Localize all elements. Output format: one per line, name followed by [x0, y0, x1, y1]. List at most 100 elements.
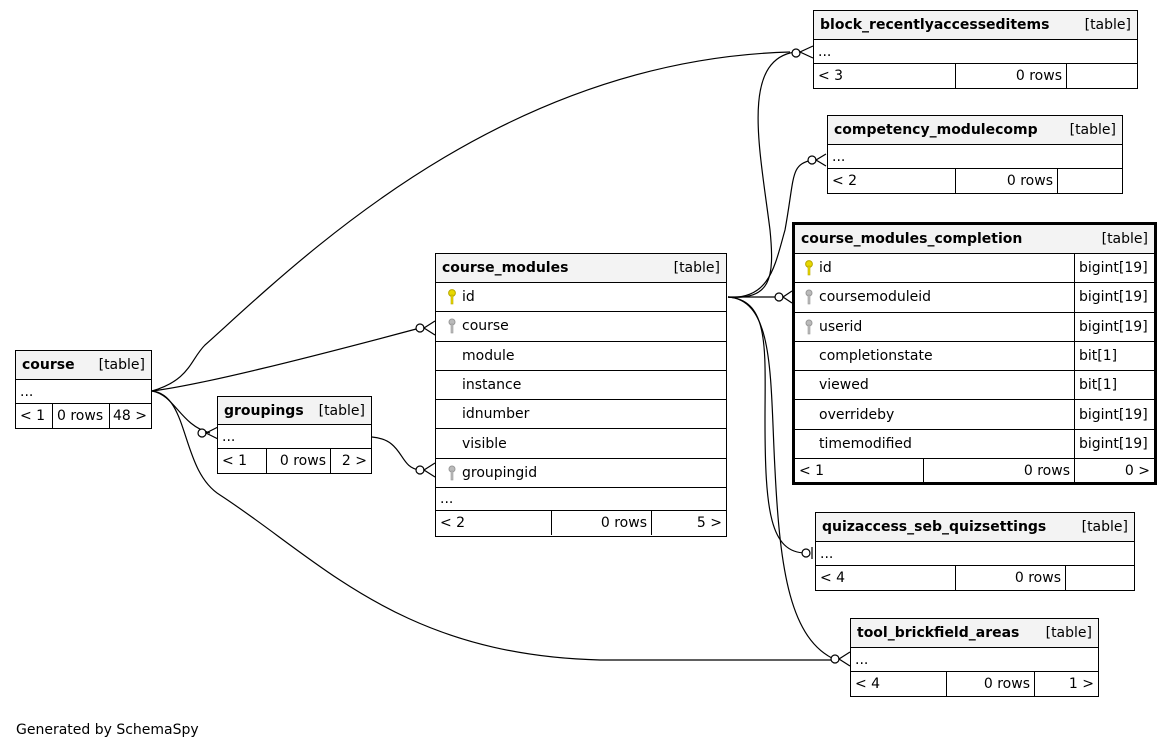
column-row[interactable]: completionstate bit[1] — [795, 341, 1154, 372]
table-course-modules-completion[interactable]: course_modules_completion [table] id big… — [792, 222, 1157, 485]
table-name: competency_modulecomp — [834, 122, 1038, 138]
children-count[interactable]: 2 > — [330, 449, 371, 473]
children-count[interactable]: 5 > — [651, 511, 726, 536]
table-header: block_recentlyaccesseditems [table] — [814, 11, 1137, 40]
row-count: 0 rows — [923, 459, 1074, 484]
column-name: coursemoduleid — [819, 289, 932, 306]
edge-course-groupings — [151, 390, 211, 434]
ellipsis: ... — [855, 651, 869, 668]
column-type: bigint[19] — [1074, 254, 1154, 283]
table-course[interactable]: course [table] ... < 1 0 rows 48 > — [15, 350, 152, 429]
edge-course-block — [151, 51, 791, 392]
table-competency-modulecomp[interactable]: competency_modulecomp [table] ... < 2 0 … — [827, 115, 1123, 194]
column-name: completionstate — [819, 348, 933, 365]
children-count[interactable] — [1057, 169, 1122, 193]
primary-key-icon — [442, 289, 462, 305]
column-name: visible — [462, 435, 507, 452]
row-count: 0 rows — [955, 169, 1057, 193]
column-row[interactable]: course — [436, 312, 726, 342]
foreign-key-icon — [799, 319, 819, 335]
parents-count[interactable]: < 2 — [440, 515, 466, 532]
children-count[interactable] — [1066, 64, 1137, 88]
table-header: groupings [table] — [218, 397, 371, 425]
column-row[interactable]: viewed bit[1] — [795, 371, 1154, 401]
table-quizaccess-seb-quizsettings[interactable]: quizaccess_seb_quizsettings [table] ... … — [815, 512, 1135, 591]
table-kind: [table] — [98, 357, 145, 373]
column-type: bit[1] — [1074, 341, 1154, 371]
column-name: groupingid — [462, 464, 538, 481]
ellipsis-row: ... — [218, 425, 371, 449]
table-kind: [table] — [1045, 625, 1092, 641]
row-count: 0 rows — [551, 511, 651, 536]
edge-course-coursemodules — [151, 327, 421, 392]
column-row[interactable]: userid bigint[19] — [795, 312, 1154, 342]
ellipsis: ... — [820, 545, 834, 562]
column-row[interactable]: instance — [436, 371, 726, 401]
column-name: course — [462, 318, 509, 335]
parents-count[interactable]: < 1 — [222, 453, 248, 469]
table-header: course_modules [table] — [436, 254, 726, 283]
column-row[interactable]: id — [436, 283, 726, 313]
column-type: bit[1] — [1074, 371, 1154, 400]
column-row[interactable]: id bigint[19] — [795, 254, 1154, 284]
ellipsis: ... — [440, 491, 454, 508]
column-name: overrideby — [819, 406, 895, 423]
stats-row: < 1 0 rows 2 > — [218, 449, 371, 473]
table-kind: [table] — [318, 402, 365, 419]
table-groupings[interactable]: groupings [table] ... < 1 0 rows 2 > — [217, 396, 372, 474]
column-row[interactable]: idnumber — [436, 400, 726, 430]
parents-count[interactable]: < 1 — [799, 463, 825, 480]
row-count: 0 rows — [52, 404, 109, 428]
edge-groupings-coursemodules — [371, 436, 421, 471]
column-row[interactable]: visible — [436, 429, 726, 459]
column-row[interactable]: module — [436, 342, 726, 371]
column-row[interactable]: overrideby bigint[19] — [795, 400, 1154, 430]
children-count[interactable] — [1065, 566, 1134, 590]
parents-count[interactable]: < 3 — [818, 68, 844, 84]
ellipsis-row: ... — [16, 380, 151, 404]
table-block-recentlyaccesseditems[interactable]: block_recentlyaccesseditems [table] ... … — [813, 10, 1138, 89]
table-name: course — [22, 357, 75, 373]
table-name: quizaccess_seb_quizsettings — [822, 519, 1047, 535]
table-name: course_modules_completion — [801, 231, 1023, 247]
children-count[interactable]: 48 > — [109, 404, 151, 428]
ellipsis-row: ... — [851, 648, 1098, 672]
column-name: viewed — [819, 377, 869, 394]
table-name: groupings — [224, 402, 304, 419]
ellipsis-row: ... — [828, 145, 1122, 169]
column-row[interactable]: groupingid — [436, 459, 726, 489]
column-name: userid — [819, 318, 863, 335]
column-row[interactable]: timemodified bigint[19] — [795, 429, 1154, 460]
table-course-modules[interactable]: course_modules [table] id course module … — [435, 253, 727, 537]
column-row[interactable]: coursemoduleid bigint[19] — [795, 283, 1154, 313]
stats-row: < 1 0 rows 0 > — [795, 459, 1154, 484]
parents-count[interactable]: < 4 — [855, 676, 881, 692]
table-kind: [table] — [673, 260, 720, 276]
edge-cm-brickfield — [727, 296, 837, 661]
column-name: idnumber — [462, 406, 530, 423]
parents-count[interactable]: < 2 — [832, 173, 858, 189]
table-header: course_modules_completion [table] — [795, 225, 1154, 254]
edge-cm-block — [727, 51, 796, 298]
children-count[interactable]: 0 > — [1074, 459, 1154, 484]
column-name: id — [462, 289, 475, 306]
row-count: 0 rows — [946, 672, 1034, 696]
children-count[interactable]: 1 > — [1034, 672, 1098, 696]
table-kind: [table] — [1081, 519, 1128, 535]
ellipsis: ... — [818, 43, 832, 60]
foreign-key-icon — [442, 465, 462, 481]
table-kind: [table] — [1069, 122, 1116, 138]
stats-row: < 4 0 rows — [816, 566, 1134, 590]
stats-row: < 1 0 rows 48 > — [16, 404, 151, 428]
edge-cm-competency — [727, 159, 813, 298]
edge-course-brickfield — [151, 390, 836, 661]
table-header: quizaccess_seb_quizsettings [table] — [816, 513, 1134, 542]
table-name: course_modules — [442, 260, 569, 276]
table-header: tool_brickfield_areas [table] — [851, 619, 1098, 648]
table-header: competency_modulecomp [table] — [828, 116, 1122, 145]
table-tool-brickfield-areas[interactable]: tool_brickfield_areas [table] ... < 4 0 … — [850, 618, 1099, 697]
parents-count[interactable]: < 1 — [20, 408, 46, 424]
column-name: id — [819, 260, 832, 277]
parents-count[interactable]: < 4 — [820, 570, 846, 586]
